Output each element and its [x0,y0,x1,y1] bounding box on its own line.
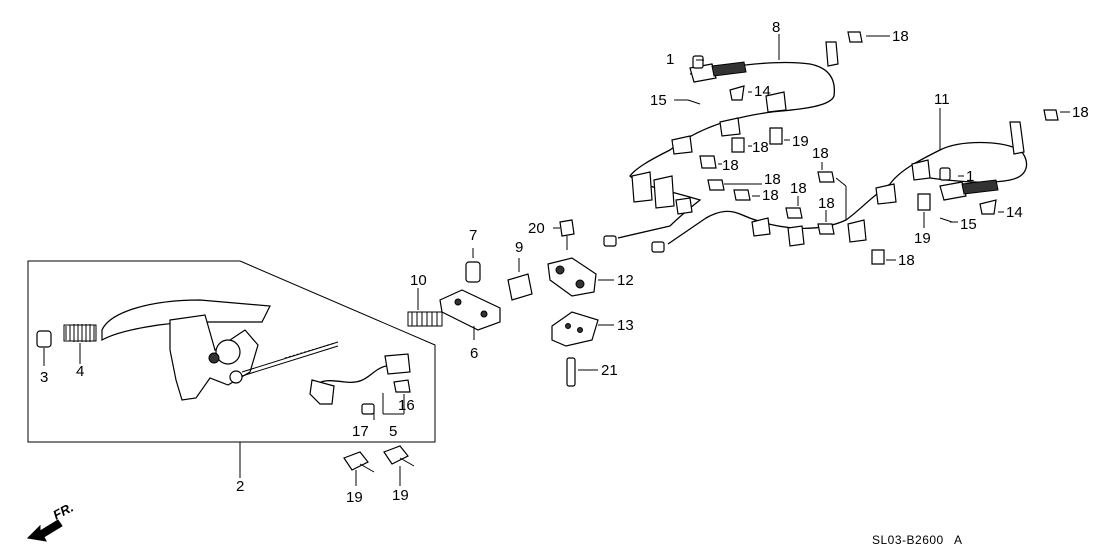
cable-bolts [699,31,1059,265]
cable-end-fittings [687,55,997,223]
brake-switch [309,353,411,415]
label-18-center-f: 18 [790,180,807,197]
label-2: 2 [236,478,244,495]
label-1-upper: 1 [666,51,674,68]
cable-clips [631,91,931,247]
label-19-upper: 19 [792,133,809,150]
cable-bushing [507,258,533,301]
plate-screw [566,357,576,387]
front-direction-arrow-icon: FR. [26,500,76,542]
label-5: 5 [389,423,397,440]
label-18-center-g: 18 [818,195,835,212]
label-18-top: 18 [892,28,909,45]
label-18-center-a: 18 [752,139,769,156]
label-19-right: 19 [914,230,931,247]
adjusting-nut [465,248,481,283]
label-8: 8 [772,19,780,36]
lever-spring [63,324,97,342]
diagram-code: SL03-B2600 [872,533,944,547]
diagram-reference-code: SL03-B2600 A [872,533,963,547]
label-17: 17 [352,423,369,440]
adjuster-spring [407,311,443,327]
label-20: 20 [528,220,545,237]
rear-brake-cable-left [651,121,1028,253]
end-cap [36,330,52,348]
label-15-lower: 15 [960,216,977,233]
label-18-center-b: 18 [722,157,739,174]
label-19-bottom-left: 19 [346,489,363,506]
label-4: 4 [76,363,84,380]
label-18-center-e: 18 [762,187,779,204]
label-13: 13 [617,317,634,334]
label-9: 9 [515,239,523,256]
cable-bracket [547,257,597,297]
assembly-outline [27,260,436,478]
label-11: 11 [934,91,950,108]
leader-lines [43,34,1070,486]
label-3: 3 [40,369,48,386]
label-18-far-right: 18 [1072,104,1089,121]
diagram-code-suffix: A [954,533,963,547]
label-19-bottom-right: 19 [392,487,409,504]
label-7: 7 [469,227,477,244]
equalizer [439,289,501,340]
label-12: 12 [617,272,634,289]
label-16: 16 [398,397,415,414]
label-6: 6 [470,345,478,362]
label-1-lower: 1 [966,168,974,185]
front-direction-label: FR. [50,500,76,523]
parking-brake-lever [101,299,339,401]
label-14-upper: 14 [754,83,771,100]
label-15-upper: 15 [650,92,667,109]
label-14-lower: 14 [1006,204,1023,221]
guide-plate [551,311,599,347]
label-21: 21 [601,362,618,379]
bracket-bolt [559,219,575,250]
label-18-center-d: 18 [764,171,781,188]
label-18-center-c: 18 [812,145,829,162]
switch-screw [361,403,375,415]
label-18-lower-right: 18 [898,252,915,269]
part-number-labels: 1 8 18 14 15 11 18 18 19 18 18 18 18 18 … [40,19,1089,506]
label-10: 10 [410,272,427,289]
flange-bolt [343,445,415,473]
